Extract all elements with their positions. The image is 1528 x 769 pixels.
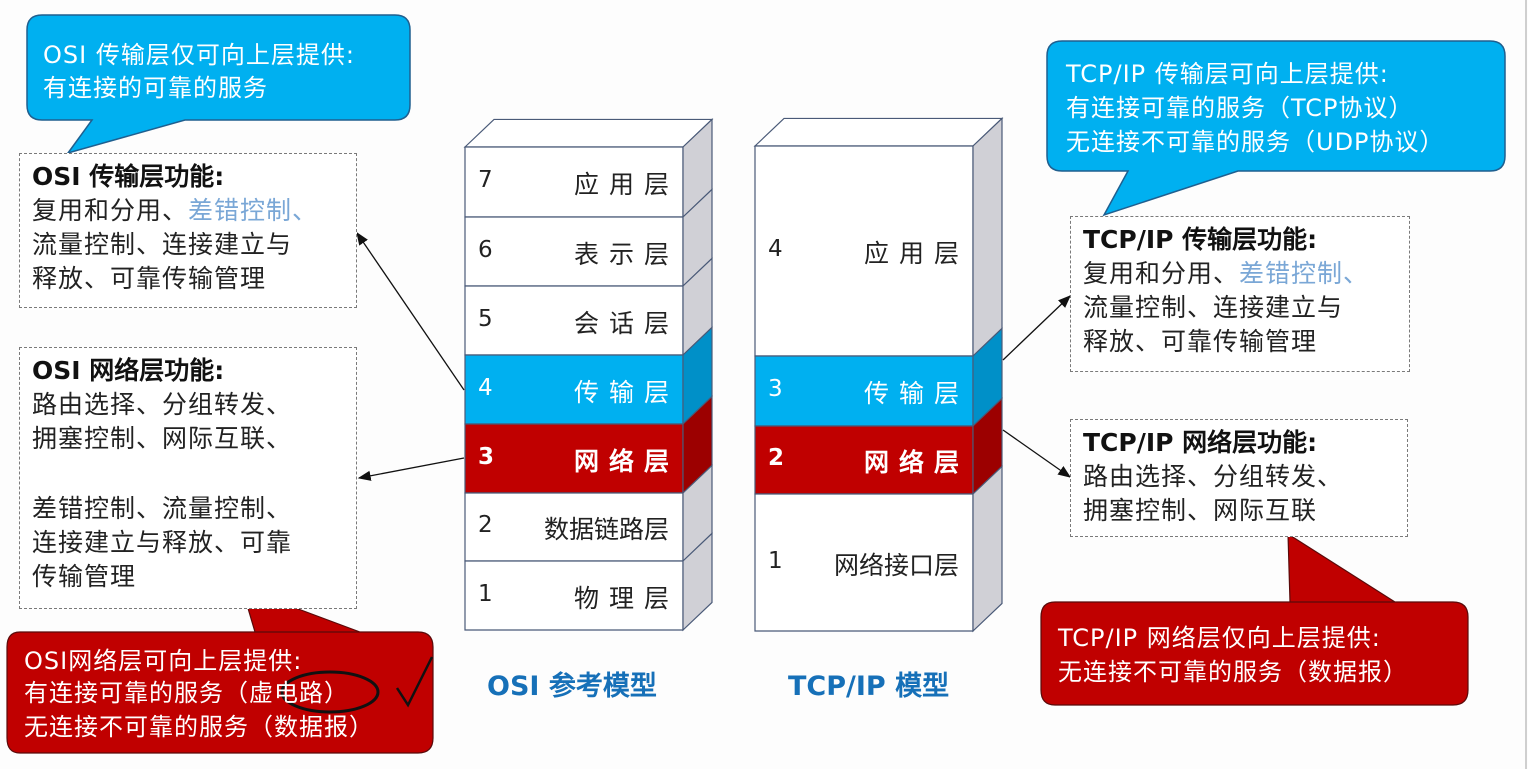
osi-layer-4-name: 传输层 xyxy=(573,377,679,407)
osi-layer-1-number: 1 xyxy=(478,580,493,607)
circled-annotation xyxy=(280,670,380,714)
tcpip-network-callout-bubble xyxy=(1040,532,1469,706)
osi-transport-functions-line3: 释放、可靠传输管理 xyxy=(32,264,267,293)
tcpip-transport-callout-line1: TCP/IP 传输层可向上层提供: xyxy=(1066,60,1389,88)
tcpip-transport-functions-line2: 流量控制、连接建立与 xyxy=(1083,293,1344,322)
tcpip-network-callout-line1: TCP/IP 网络层仅向上层提供: xyxy=(1058,624,1381,652)
tcpip-layer-2-name: 网络层 xyxy=(863,448,969,477)
arrow-osi-network xyxy=(357,457,465,481)
tcpip-model-caption: TCP/IP 模型 xyxy=(788,671,950,702)
tcpip-transport-functions-line3: 释放、可靠传输管理 xyxy=(1083,327,1318,356)
osi-transport-callout-line2: 有连接的可靠的服务 xyxy=(43,74,268,102)
osi-transport-callout-bubble xyxy=(26,14,411,155)
osi-transport-functions-box: OSI 传输层功能: 复用和分用、差错控制、 流量控制、连接建立与 释放、可靠传… xyxy=(19,153,357,308)
osi-layer-6-name: 表示层 xyxy=(573,239,679,269)
osi-layer-1-name: 物理层 xyxy=(573,583,679,613)
circled-term-virtual-circuit: 虚电路 xyxy=(249,679,324,707)
tcpip-transport-functions-box: TCP/IP 传输层功能: 复用和分用、差错控制、 流量控制、连接建立与 释放、… xyxy=(1070,216,1410,372)
tcpip-layer-3-number: 3 xyxy=(768,376,783,402)
osi-layer-7-name: 应用层 xyxy=(573,170,679,199)
osi-network-functions-line5: 传输管理 xyxy=(32,562,137,591)
osi-layer-5-number: 5 xyxy=(478,305,493,332)
osi-layer-2-name: 数据链路层 xyxy=(543,515,669,544)
tcpip-transport-callout-bubble xyxy=(1046,40,1506,217)
osi-transport-functions-dark: 复用和分用、 xyxy=(32,196,189,225)
tcpip-top-face xyxy=(753,117,1004,147)
checkmark-annotation xyxy=(395,656,434,708)
tcpip-layer-1-number: 1 xyxy=(768,547,783,574)
osi-network-functions-box: OSI 网络层功能: 路由选择、分组转发、 拥塞控制、网际互联、 差错控制、流量… xyxy=(19,347,357,609)
tcpip-network-callout-line2: 无连接不可靠的服务（数据报） xyxy=(1058,658,1408,686)
osi-network-functions-line1: 路由选择、分组转发、 xyxy=(32,390,293,419)
tcpip-layer-3-name: 传输层 xyxy=(863,379,969,408)
tcpip-stack xyxy=(753,117,1004,633)
osi-layer-5-name: 会话层 xyxy=(573,308,679,338)
osi-network-functions-title: OSI 网络层功能: xyxy=(32,356,225,385)
osi-stack xyxy=(463,118,714,632)
osi-network-functions-line2: 拥塞控制、网际互联、 xyxy=(32,424,293,453)
osi-layer-1-side xyxy=(682,532,713,632)
tcpip-layer-1-side xyxy=(972,465,1003,633)
osi-transport-callout-line1: OSI 传输层仅可向上层提供: xyxy=(43,41,355,69)
tcpip-network-functions-box: TCP/IP 网络层功能: 路由选择、分组转发、 拥塞控制、网际互联 xyxy=(1070,419,1408,537)
slide-right-edge xyxy=(1525,0,1527,769)
tcpip-layer-4-side xyxy=(972,117,1003,358)
osi-network-callout-line3: 无连接不可靠的服务（数据报） xyxy=(24,713,374,741)
arrow-tcpip-network xyxy=(1002,429,1072,478)
tcpip-network-functions-line2: 拥塞控制、网际互联 xyxy=(1083,496,1318,525)
tcpip-transport-callout-line3: 无连接不可靠的服务（UDP协议） xyxy=(1066,128,1445,156)
osi-network-callout-line2-prefix: 有连接可靠的服务（ xyxy=(24,679,249,707)
osi-network-callout-line2: 有连接可靠的服务（虚电路） xyxy=(24,677,349,710)
tcpip-layer-4-name: 应用层 xyxy=(863,239,969,268)
osi-layer-7-number: 7 xyxy=(478,167,493,193)
tcpip-layer-2-number: 2 xyxy=(768,445,785,471)
arrow-tcpip-transport xyxy=(1002,295,1071,361)
tcpip-transport-functions-title: TCP/IP 传输层功能: xyxy=(1083,225,1318,254)
osi-transport-functions-title: OSI 传输层功能: xyxy=(32,162,225,191)
arrow-osi-transport xyxy=(356,231,465,391)
osi-network-callout-line2-suffix: ） xyxy=(324,679,349,707)
osi-top-face xyxy=(463,118,714,148)
osi-layer-6-number: 6 xyxy=(478,236,493,263)
tcpip-transport-functions-dark: 复用和分用、 xyxy=(1083,259,1240,288)
tcpip-layer-1-name: 网络接口层 xyxy=(833,550,959,580)
osi-layer-2-number: 2 xyxy=(478,512,493,538)
tcpip-layer-4-number: 4 xyxy=(768,236,783,262)
osi-network-callout-line1: OSI网络层可向上层提供: xyxy=(24,647,303,675)
osi-layer-3-number: 3 xyxy=(478,443,495,470)
osi-model-caption: OSI 参考模型 xyxy=(487,671,657,702)
tcpip-transport-functions-light: 差错控制、 xyxy=(1239,259,1370,288)
osi-transport-functions-light: 差错控制、 xyxy=(188,196,319,225)
osi-layer-3-name: 网络层 xyxy=(573,446,679,476)
osi-transport-functions-line2: 流量控制、连接建立与 xyxy=(32,230,293,259)
osi-network-functions-line4: 连接建立与释放、可靠 xyxy=(32,528,293,557)
osi-layer-4-number: 4 xyxy=(478,374,493,401)
osi-network-functions-line3: 差错控制、流量控制、 xyxy=(32,494,293,523)
tcpip-network-functions-title: TCP/IP 网络层功能: xyxy=(1083,428,1318,457)
tcpip-transport-callout-line2: 有连接可靠的服务（TCP协议） xyxy=(1066,94,1414,122)
tcpip-network-functions-line1: 路由选择、分组转发、 xyxy=(1083,462,1344,491)
